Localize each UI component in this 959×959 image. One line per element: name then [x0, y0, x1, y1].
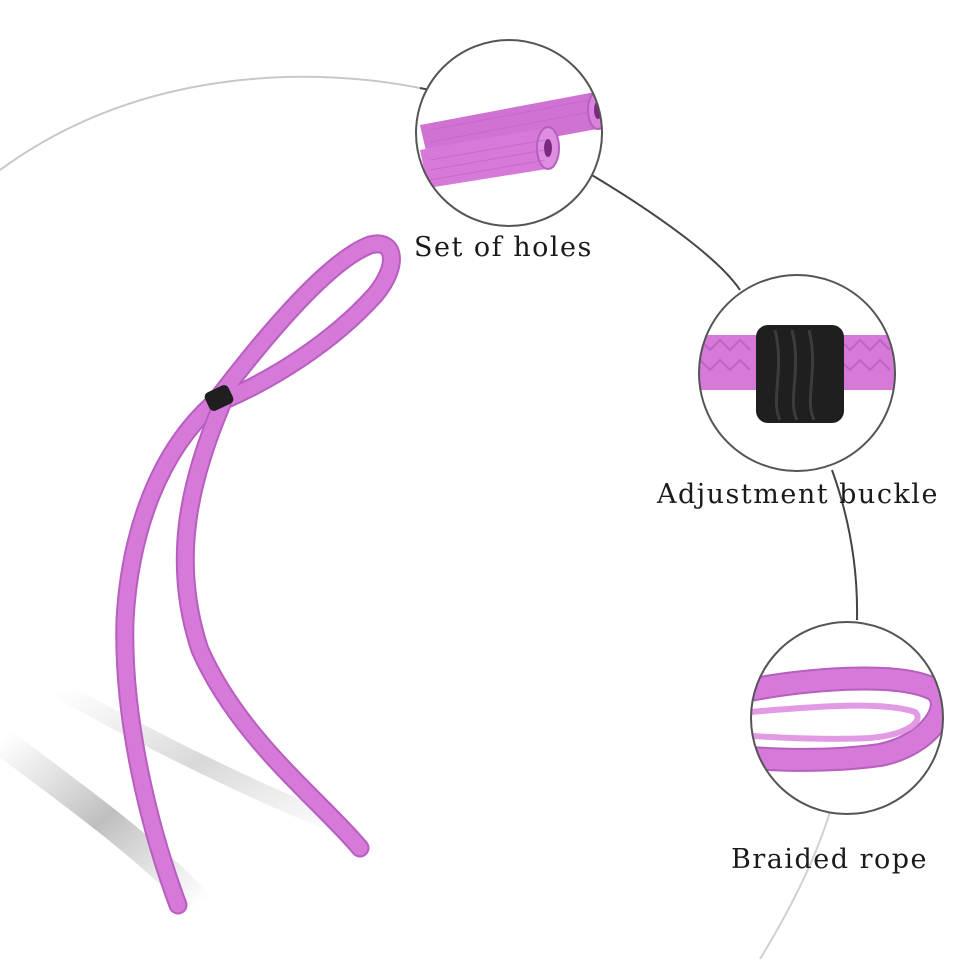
strap-buckle — [204, 385, 234, 411]
connector-arc-2 — [579, 167, 741, 291]
connector-arc — [0, 75, 421, 171]
eyeglass-strap — [115, 234, 401, 915]
connector-arc-3 — [831, 469, 859, 621]
callout-rope-image — [750, 621, 944, 815]
callout-buckle-image — [698, 274, 896, 472]
strap-shadow-2 — [51, 681, 359, 839]
label-braided-rope: Braided rope — [731, 844, 929, 875]
label-set-of-holes: Set of holes — [414, 232, 593, 263]
label-adjustment-buckle: Adjustment buckle — [657, 479, 939, 510]
connector-arc-4 — [759, 811, 831, 959]
callout-holes-image — [415, 39, 603, 227]
